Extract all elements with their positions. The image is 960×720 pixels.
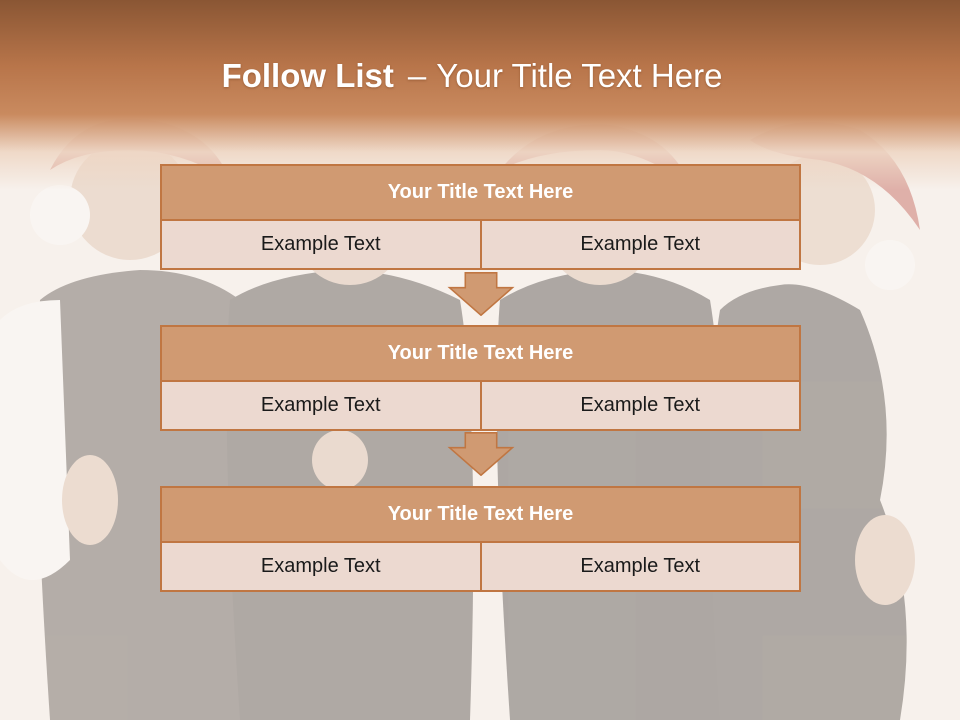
step-box-1: Your Title Text Here Example Text Exampl… — [160, 164, 801, 270]
step-3-left-text: Example Text — [260, 555, 381, 577]
step-title-2: Your Title Text Here — [160, 325, 801, 382]
step-title-3: Your Title Text Here — [160, 486, 801, 543]
step-row-2: Example Text Example Text — [160, 382, 801, 431]
step-2-left-text: Example Text — [260, 394, 381, 416]
step-2-right-text: Example Text — [479, 382, 800, 429]
title-rest: Your Title Text Here — [436, 57, 723, 94]
step-box-3: Your Title Text Here Example Text Exampl… — [160, 486, 801, 592]
header-band — [0, 0, 960, 190]
title-dash: – — [407, 57, 427, 94]
step-3-right-text: Example Text — [479, 543, 800, 590]
slide-title: Follow List–Your Title Text Here — [0, 56, 944, 96]
down-arrow-icon — [447, 272, 515, 316]
step-row-3: Example Text Example Text — [160, 543, 801, 592]
down-arrow-icon — [447, 432, 515, 476]
step-box-2: Your Title Text Here Example Text Exampl… — [160, 325, 801, 431]
step-title-1: Your Title Text Here — [160, 164, 801, 221]
step-1-left-text: Example Text — [260, 233, 381, 255]
title-bold: Follow List — [221, 57, 394, 94]
step-row-1: Example Text Example Text — [160, 221, 801, 270]
step-1-right-text: Example Text — [479, 221, 800, 268]
